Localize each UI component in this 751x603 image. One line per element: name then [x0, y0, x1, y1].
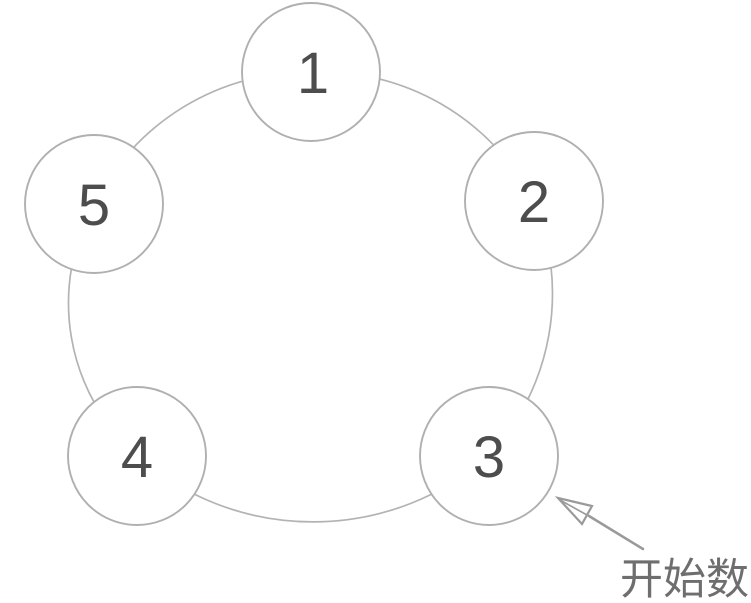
- start-label: 开始数: [620, 556, 749, 603]
- start-arrow: [554, 496, 645, 551]
- node-4-label: 4: [121, 425, 153, 490]
- node-1: 1: [241, 2, 381, 142]
- node-3-label: 3: [473, 425, 505, 490]
- node-1-label: 1: [297, 41, 329, 106]
- node-4: 4: [67, 386, 207, 526]
- node-2: 2: [464, 131, 604, 271]
- arrow-shaft: [587, 514, 645, 551]
- node-4-circle: [67, 386, 207, 526]
- node-3-circle: [419, 386, 559, 526]
- node-2-label: 2: [518, 170, 550, 235]
- node-5: 5: [24, 134, 164, 274]
- node-3: 3: [419, 386, 559, 526]
- node-5-label: 5: [78, 173, 110, 238]
- arrow-head-crease: [559, 499, 588, 516]
- node-5-circle: [24, 134, 164, 274]
- node-1-circle: [241, 2, 381, 142]
- node-2-circle: [464, 131, 604, 271]
